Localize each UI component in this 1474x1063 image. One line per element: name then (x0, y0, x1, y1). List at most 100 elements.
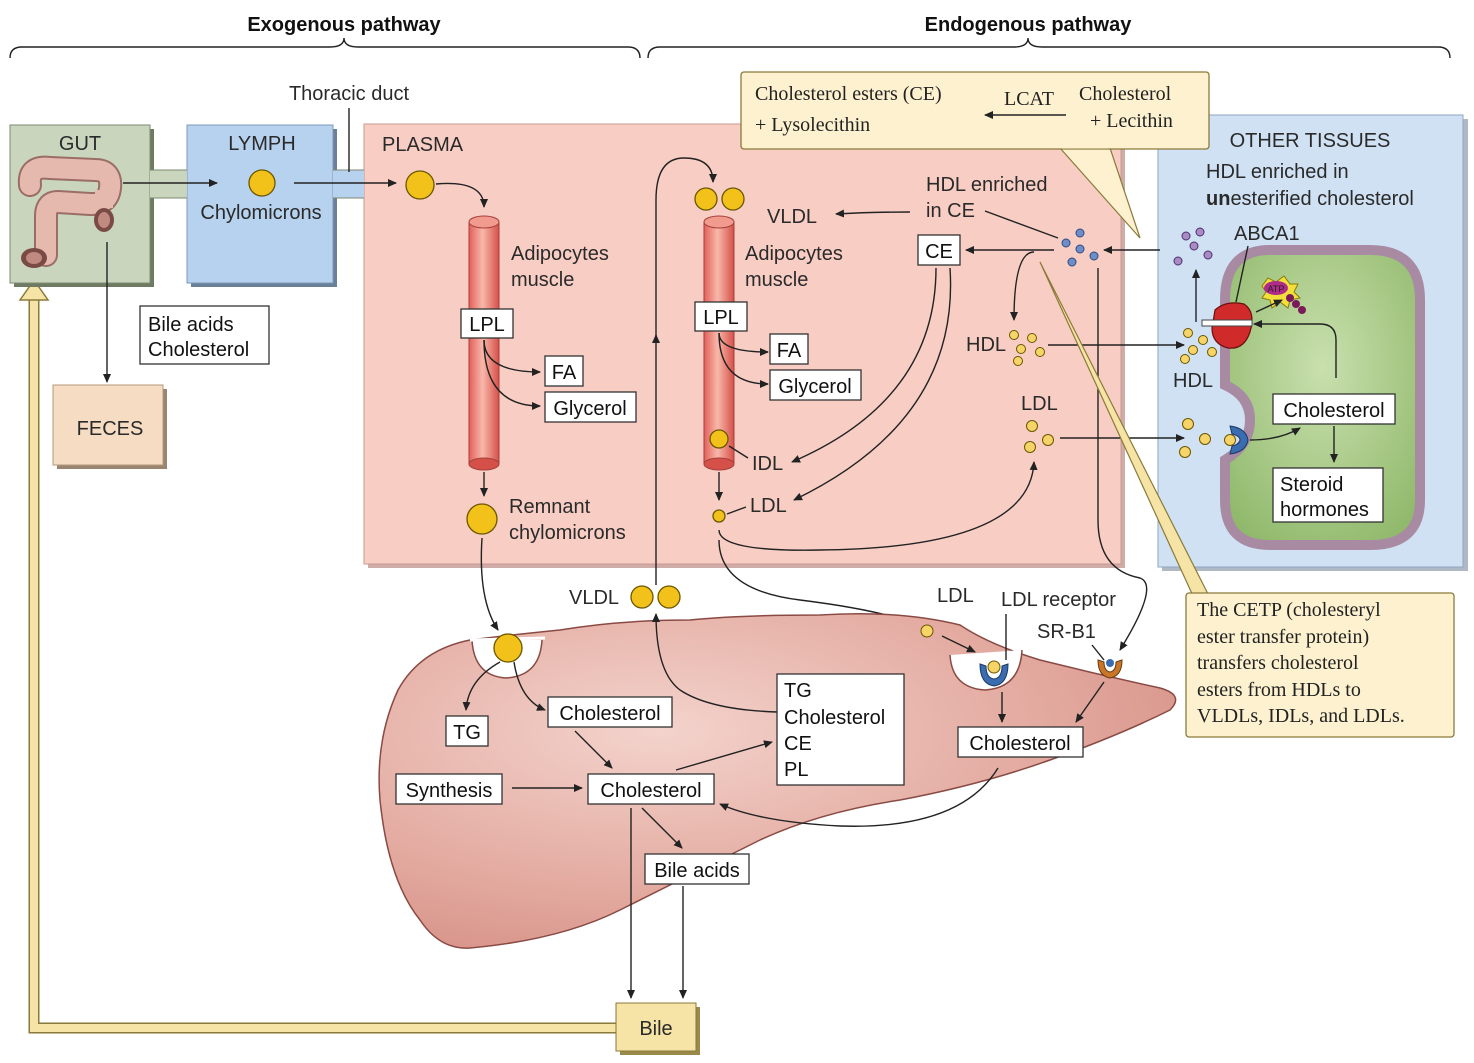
adipocytes-label-endo: Adipocytes (745, 243, 843, 265)
chylomicron-ball-lymph (248, 169, 276, 197)
arrow-lpl-to-glycerol-exo (483, 339, 541, 410)
ldl-plasma-label-right: LDL (1021, 393, 1058, 415)
export-tg-label: TG (784, 680, 812, 702)
arrow-cholesterol-to-abca1 (1253, 320, 1337, 378)
vldl-ball-1 (694, 187, 718, 211)
plasma-label: PLASMA (382, 134, 464, 156)
cetp-note-line3: transfers cholesterol (1197, 652, 1359, 674)
ce-label: CE (925, 241, 953, 263)
hdl-enriched-pointer (984, 210, 1059, 239)
cholesterol-esters-label: Cholesterol esters (CE) (755, 83, 942, 105)
arrow-ce-to-idl (791, 267, 937, 463)
arrow-remnant-to-liver (480, 537, 499, 631)
endogenous-header: Endogenous pathway (925, 14, 1133, 36)
lpl-box-endo (694, 301, 748, 332)
fa-box-endo (769, 333, 809, 365)
abca1-transporter (1201, 302, 1253, 349)
ldl-receptor-label: LDL receptor (1001, 589, 1116, 611)
cholesterol-box-liver-right (957, 726, 1084, 758)
cholesterol-box-liver-center (587, 773, 715, 805)
sr-b1-label: SR-B1 (1037, 621, 1096, 643)
arrow-ce-to-ldl (793, 267, 952, 501)
arrow-ldl-to-receptor (941, 635, 976, 653)
export-pl-label: PL (784, 759, 808, 781)
fa-label-endo: FA (777, 340, 802, 362)
hdl-enriched-ce-particles (1061, 228, 1099, 267)
arrow-chylo-to-vessel (435, 182, 488, 208)
bile-acids-gut-label: Bile acids (148, 314, 234, 336)
lysolecithin-label: + Lysolecithin (755, 114, 870, 136)
adipocytes-label-exo: Adipocytes (511, 243, 609, 265)
idl-pointer (728, 445, 749, 459)
exogenous-header: Exogenous pathway (247, 14, 441, 36)
hdl-unesterified-particles (1173, 227, 1213, 266)
arrow-hdl-to-srb1 (1097, 268, 1148, 651)
lecithin-label: + Lecithin (1090, 110, 1173, 132)
cetp-note-line2: ester transfer protein) (1197, 626, 1369, 648)
cholesterol-liver-center-label: Cholesterol (600, 780, 701, 802)
bile-return-arrowhead (18, 278, 50, 301)
idl-ball (709, 429, 729, 449)
arrow-export-to-vldl (652, 613, 779, 713)
arrow-srb1-to-cholesterol (1075, 681, 1105, 723)
ldl-plasma-label: LDL (750, 495, 787, 517)
fa-box-exo (544, 355, 584, 387)
ldl-receptor-liver (979, 660, 1009, 687)
lymph-label: LYMPH (228, 133, 295, 155)
muscle-label-endo: muscle (745, 269, 808, 291)
cholesterol-lcat-label: Cholesterol (1079, 83, 1172, 105)
fa-label-exo: FA (552, 362, 577, 384)
endogenous-brace (647, 37, 1451, 59)
ldl-receptor-tissue (1224, 425, 1249, 455)
export-list-box (776, 673, 905, 786)
ldl-particles-plasma (1024, 420, 1054, 453)
intestine-illustration (17, 155, 123, 268)
ldl-liver-ball (920, 624, 934, 638)
gut-label: GUT (59, 133, 101, 155)
muscle-label-exo: muscle (511, 269, 574, 291)
ldl-particles-tissue (1179, 418, 1211, 458)
hdl-unesterified-line2: unesterified cholesterol (1206, 188, 1414, 210)
cholesterol-liver-top-label: Cholesterol (559, 703, 660, 725)
sr-b1-receptor (1097, 659, 1123, 679)
remnant-chylomicron-ball (466, 503, 498, 535)
thoracic-duct-label: Thoracic duct (289, 83, 409, 105)
glycerol-label-exo: Glycerol (553, 398, 626, 420)
synthesis-box (395, 773, 503, 805)
arrow-cholesterol-to-export (675, 740, 773, 771)
abca1-pointer (1235, 245, 1249, 303)
arrow-lpl-to-glycerol-endo (718, 332, 769, 388)
tg-liver-label: TG (453, 722, 481, 744)
lcat-callout-box (740, 71, 1210, 150)
chylomicrons-remnant-label: chylomicrons (509, 522, 626, 544)
cholesterol-liver-right-label: Cholesterol (969, 733, 1070, 755)
arrow-atp (1255, 299, 1283, 313)
glycerol-label-endo: Glycerol (778, 376, 851, 398)
arrow-ce-to-hdl (1010, 251, 1035, 321)
cholesterol-tissue-label: Cholesterol (1283, 400, 1384, 422)
svg-text:ATP: ATP (1268, 284, 1285, 294)
vldl-liver-ball-2 (657, 585, 681, 609)
steroid-hormones-box (1272, 467, 1384, 523)
ce-box (917, 234, 961, 266)
glycerol-box-endo (769, 369, 862, 401)
hormones-label: hormones (1280, 499, 1369, 521)
lcat-label: LCAT (1004, 88, 1054, 110)
export-cholesterol-label: Cholesterol (784, 707, 885, 729)
arrow-ldl-to-cell-cholesterol (1249, 427, 1301, 441)
glycerol-box-exo (544, 391, 637, 423)
bile-label: Bile (639, 1018, 672, 1040)
arrow-cholesterol-to-bile-acids (641, 807, 683, 849)
cetp-note-line5: VLDLs, IDLs, and LDLs. (1197, 705, 1405, 727)
hdl-enriched-ce-label: HDL enriched (926, 174, 1048, 196)
cetp-note-line4: esters from HDLs to (1197, 679, 1361, 701)
ldl-liver-label: LDL (937, 585, 974, 607)
chylomicron-ball-plasma (405, 170, 435, 200)
bile-acids-cholesterol-box (139, 305, 270, 365)
idl-label: IDL (752, 453, 783, 475)
steroid-label: Steroid (1280, 474, 1343, 496)
sr-b1-pointer (1091, 644, 1105, 661)
hdl-plasma-label: HDL (966, 334, 1006, 356)
arrow-top-to-center-cholesterol (574, 730, 613, 769)
arrow-ldl-to-plasma-ldl (718, 461, 1038, 551)
